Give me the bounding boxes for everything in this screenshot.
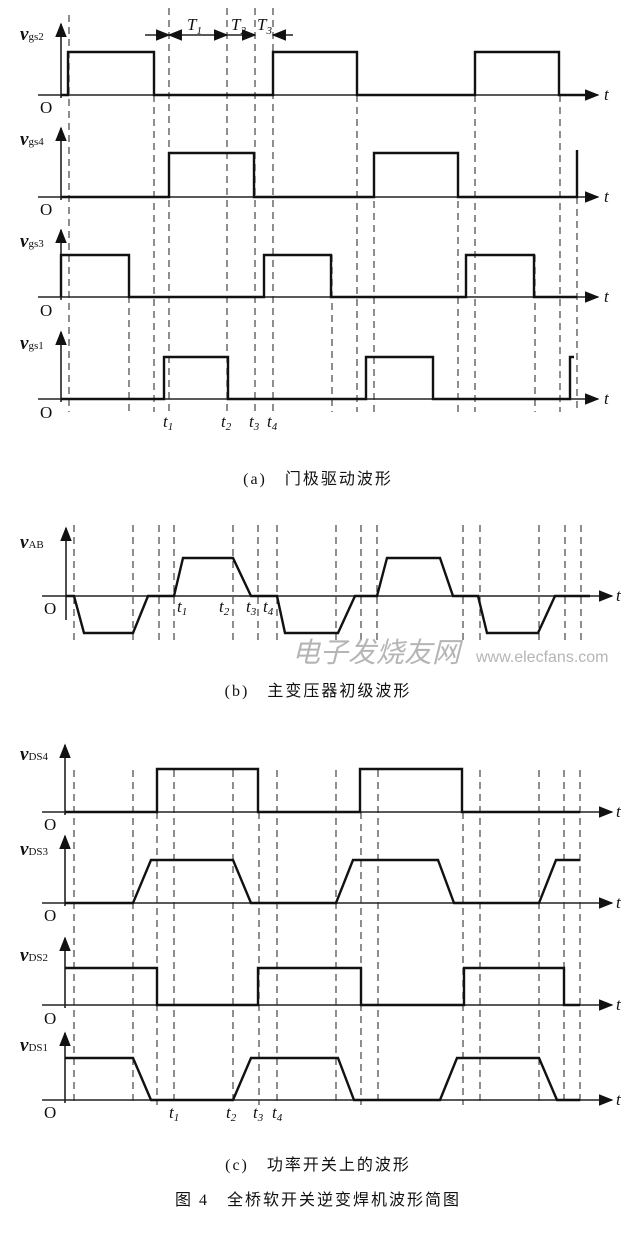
trace-vds4: vDS4 O t bbox=[20, 743, 622, 834]
panel-a-gate-drive: T1 T2 T3 vgs2 O t vgs4 O t vgs3 O t bbox=[20, 8, 610, 488]
signal-label-vds3: vDS3 bbox=[20, 839, 48, 860]
trace-vgs4: vgs4 O t bbox=[20, 126, 610, 219]
panel-c-switch-voltages: vDS4 O t vDS3 O t vDS2 O t vDS1 O t bbox=[20, 743, 622, 1174]
watermark-cn: 电子发烧友网 bbox=[292, 637, 464, 668]
signal-label-vgs2: vgs2 bbox=[20, 24, 44, 45]
origin-label: O bbox=[44, 599, 56, 618]
trace-vds2: vDS2 O t bbox=[20, 936, 622, 1028]
watermark: 电子发烧友网 www.elecfans.com bbox=[292, 637, 609, 668]
trace-vgs1: vgs1 O t bbox=[20, 330, 610, 422]
panel-b-transformer-primary: vAB O t t1 t2 t3 t4 电子发烧友网 www.elecfans.… bbox=[20, 525, 622, 700]
time-mark-t4: t4 bbox=[272, 1103, 283, 1124]
time-mark-t2: t2 bbox=[221, 412, 232, 433]
origin-label: O bbox=[40, 403, 52, 422]
signal-label-vgs3: vgs3 bbox=[20, 231, 44, 252]
origin-label: O bbox=[44, 1009, 56, 1028]
time-mark-t4: t4 bbox=[263, 597, 274, 618]
interval-label-T2: T2 bbox=[231, 15, 246, 37]
signal-label-vgs1: vgs1 bbox=[20, 333, 44, 354]
trace-vds1: vDS1 O t bbox=[20, 1031, 622, 1122]
time-mark-t1: t1 bbox=[169, 1103, 179, 1124]
dashed-guides bbox=[68, 8, 578, 412]
origin-label: O bbox=[44, 906, 56, 925]
caption-a: (a) 门极驱动波形 bbox=[243, 470, 393, 488]
trace-vab bbox=[66, 556, 590, 635]
origin-label: O bbox=[44, 1103, 56, 1122]
trace-vgs2: vgs2 O t bbox=[20, 22, 610, 117]
figure-title: 图 4 全桥软开关逆变焊机波形简图 bbox=[175, 1191, 461, 1209]
time-axis-label: t bbox=[616, 1090, 622, 1109]
trace-vgs3: vgs3 O t bbox=[20, 228, 610, 320]
dashed-guides bbox=[73, 525, 582, 645]
watermark-url: www.elecfans.com bbox=[475, 649, 609, 666]
signal-label-vgs4: vgs4 bbox=[20, 129, 44, 150]
time-axis-label: t bbox=[616, 995, 622, 1014]
signal-label-vds1: vDS1 bbox=[20, 1035, 48, 1056]
time-mark-t1: t1 bbox=[177, 597, 187, 618]
origin-label: O bbox=[44, 815, 56, 834]
time-mark-t2: t2 bbox=[219, 597, 230, 618]
time-axis-label: t bbox=[604, 389, 610, 408]
interval-label-T3: T3 bbox=[257, 15, 272, 37]
caption-c: (c) 功率开关上的波形 bbox=[225, 1156, 411, 1174]
time-axis-label: t bbox=[616, 893, 622, 912]
interval-markers: T1 T2 T3 bbox=[145, 15, 293, 41]
origin-label: O bbox=[40, 200, 52, 219]
signal-label-vab: vAB bbox=[20, 532, 44, 553]
time-mark-t2: t2 bbox=[226, 1103, 237, 1124]
time-mark-t1: t1 bbox=[163, 412, 173, 433]
origin-label: O bbox=[40, 301, 52, 320]
time-marks: t1 t2 t3 t4 bbox=[163, 412, 278, 433]
time-axis-label: t bbox=[616, 802, 622, 821]
time-mark-t3: t3 bbox=[249, 412, 260, 433]
time-marks: t1 t2 t3 t4 bbox=[169, 1103, 283, 1124]
time-axis-label: t bbox=[604, 187, 610, 206]
origin-label: O bbox=[40, 98, 52, 117]
dashed-guides bbox=[73, 770, 581, 1105]
signal-label-vds4: vDS4 bbox=[20, 744, 48, 765]
interval-label-T1: T1 bbox=[187, 15, 202, 37]
caption-b: (b) 主变压器初级波形 bbox=[225, 682, 412, 700]
time-axis-label: t bbox=[604, 85, 610, 104]
time-mark-t4: t4 bbox=[267, 412, 278, 433]
time-mark-t3: t3 bbox=[246, 597, 257, 618]
time-mark-t3: t3 bbox=[253, 1103, 264, 1124]
signal-label-vds2: vDS2 bbox=[20, 945, 48, 966]
trace-vds3: vDS3 O t bbox=[20, 834, 622, 925]
time-axis-label: t bbox=[604, 287, 610, 306]
time-axis-label: t bbox=[616, 586, 622, 605]
